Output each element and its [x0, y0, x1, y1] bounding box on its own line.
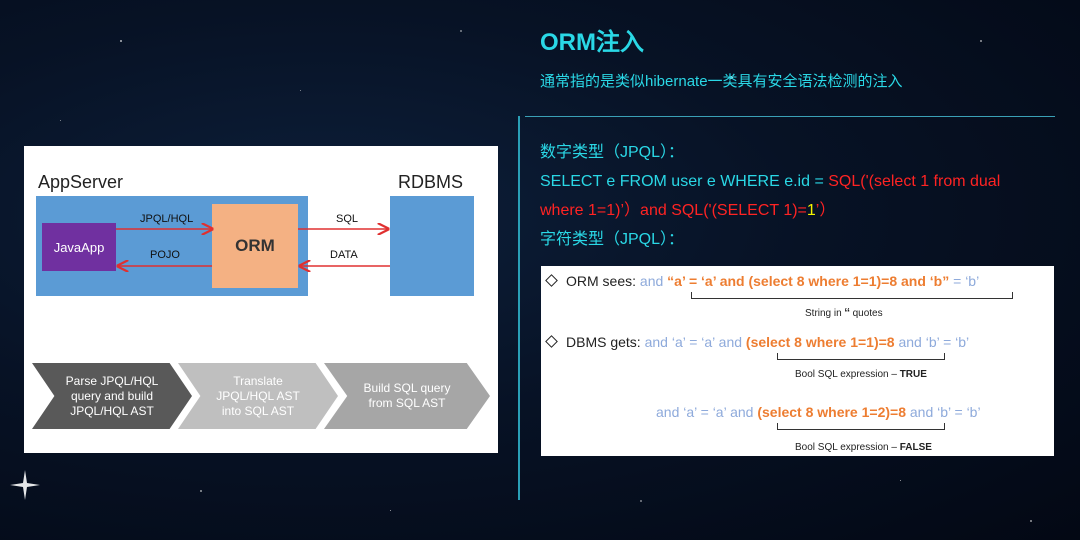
flow-arrows: [116, 146, 390, 306]
jpql-label: JPQL/HQL: [140, 213, 194, 225]
step-build-line2: from SQL AST: [368, 396, 446, 410]
false-row-expr: (select 8 where 1=2)=8: [757, 404, 906, 420]
query-select-part: SELECT e FROM user e WHERE e.id =: [540, 173, 829, 190]
false-row: and ‘a’ = ‘a’ and (select 8 where 1=2)=8…: [656, 404, 981, 420]
step-parse-line2: query and build: [70, 388, 154, 403]
orm-box: ORM: [212, 204, 298, 288]
step-translate: Translate JPQL/HQL AST into SQL AST: [178, 363, 338, 429]
note-true: TRUE: [899, 369, 927, 380]
step-parse: Parse JPQL/HQL query and build JPQL/HQL …: [32, 363, 192, 429]
sparkle-star-icon: [10, 470, 40, 500]
step-parse-line3: JPQL/HQL AST: [70, 403, 154, 418]
diamond-bullet-icon: [545, 274, 558, 287]
divider-vertical: [518, 116, 520, 500]
slide-subtitle: 通常指的是类似hibernate一类具有安全语法检测的注入: [540, 73, 903, 90]
orm-sees-row: ORM sees: and “a’ = ‘a’ and (select 8 wh…: [545, 273, 980, 289]
orm-sees-and: and: [639, 273, 664, 289]
query-value-part: 1: [806, 202, 816, 219]
rdbms-label: RDBMS: [398, 172, 464, 192]
step-parse-line1: Parse JPQL/HQL: [65, 373, 159, 388]
note-false: FALSE: [899, 442, 932, 453]
jpql-query-line-1: SELECT e FROM user e WHERE e.id = SQL('(…: [540, 172, 1000, 192]
false-row-pre: and ‘a’ = ‘a’ and: [656, 404, 754, 420]
false-note: Bool SQL expression – FALSE: [795, 442, 932, 453]
orm-sees-tail: = ‘b’: [953, 273, 980, 289]
orm-sees-note: String in “ quotes: [805, 306, 883, 324]
step-translate-line1: Translate: [233, 373, 283, 388]
appserver-label: AppServer: [38, 172, 124, 192]
query-sql-part: SQL('(select 1 from dual: [828, 173, 1001, 190]
step-build: Build SQL query from SQL AST: [324, 363, 490, 429]
orm-sees-bracket: [691, 292, 1013, 299]
numeric-type-heading: 数字类型（JPQL）：: [540, 144, 685, 161]
dbms-gets-expr: (select 8 where 1=1)=8: [745, 334, 895, 350]
injection-example-panel: ORM sees: and “a’ = ‘a’ and (select 8 wh…: [541, 266, 1054, 456]
false-bracket: [777, 423, 945, 430]
dbms-gets-pre: and ‘a’ = ‘a’ and: [644, 334, 743, 350]
false-row-tail: and ‘b’ = ‘b’: [909, 404, 981, 420]
query-where-part: where 1=1)’）and SQL('(SELECT 1)=: [540, 202, 807, 219]
orm-architecture-diagram: AppServer RDBMS JavaApp ORM JPQL/HQL POJ…: [24, 146, 498, 453]
orm-sees-expr: “a’ = ‘a’ and (select 8 where 1=1)=8 and…: [667, 273, 950, 289]
step-build-line1: Build SQL query: [363, 381, 451, 395]
dbms-gets-row: DBMS gets: and ‘a’ = ‘a’ and (select 8 w…: [545, 334, 970, 350]
true-note: Bool SQL expression – TRUE: [795, 369, 927, 380]
diamond-bullet-icon: [545, 335, 558, 348]
sql-label: SQL: [336, 213, 359, 225]
divider-horizontal: [525, 116, 1055, 117]
note-quotes: quotes: [852, 308, 883, 319]
slide-title: ORM注入: [540, 29, 644, 56]
step-translate-line3: into SQL AST: [221, 403, 295, 418]
query-close-part: ’）: [815, 202, 836, 219]
data-label: DATA: [330, 249, 358, 261]
note-bool-true-text: Bool SQL expression –: [795, 369, 900, 380]
note-quote: “: [844, 306, 850, 323]
orm-sees-label: ORM sees:: [566, 273, 637, 289]
rdbms-box: [390, 196, 474, 296]
true-bracket: [777, 353, 945, 360]
dbms-gets-label: DBMS gets:: [566, 334, 641, 350]
dbms-gets-tail: and ‘b’ = ‘b’: [898, 334, 970, 350]
step-translate-line2: JPQL/HQL AST: [216, 388, 300, 403]
note-string-in: String in: [805, 308, 842, 319]
javaapp-box: JavaApp: [42, 223, 116, 271]
string-type-heading: 字符类型（JPQL）：: [540, 231, 685, 248]
jpql-query-line-2: where 1=1)’）and SQL('(SELECT 1)=1’）: [540, 201, 835, 221]
note-bool-false-text: Bool SQL expression –: [795, 442, 900, 453]
pojo-label: POJO: [150, 249, 180, 261]
